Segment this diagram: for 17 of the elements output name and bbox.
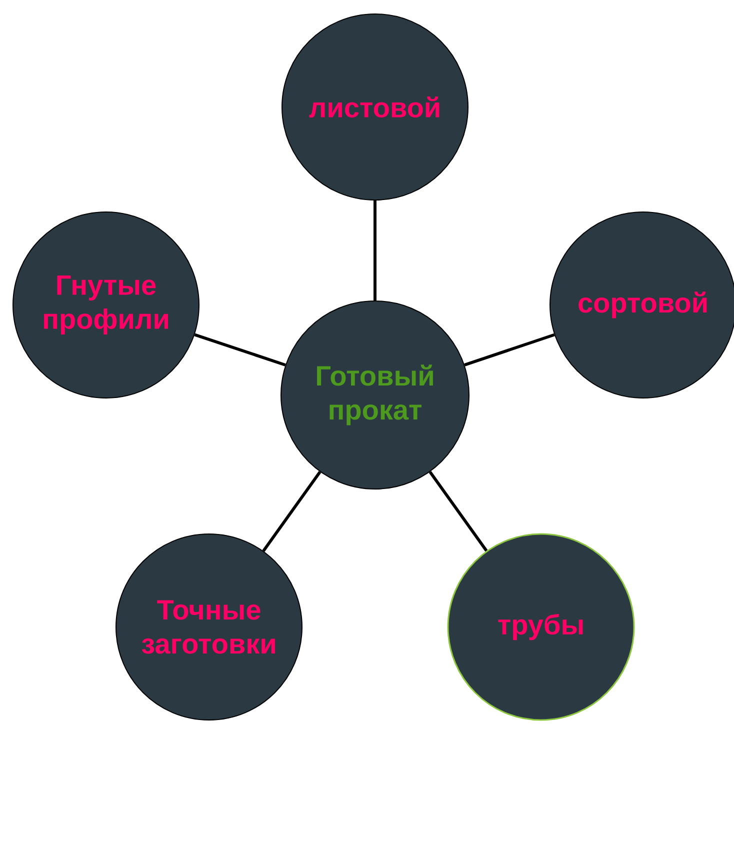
circle-node <box>280 300 470 490</box>
node-label: Точные заготовки <box>142 600 275 654</box>
circle-node <box>116 534 302 720</box>
circle-node <box>447 533 635 721</box>
circle-node <box>12 212 200 398</box>
node-label: Готовый прокат <box>317 364 433 426</box>
connector-line <box>262 470 322 552</box>
connector-line <box>428 470 488 552</box>
circle-node <box>550 212 734 398</box>
node-label: Гнутые профили <box>44 275 168 335</box>
connector-line <box>194 333 286 366</box>
node-label: трубы <box>498 614 583 640</box>
circle-node <box>282 14 468 200</box>
node-label: сортовой <box>578 292 707 318</box>
node-label: листовой <box>309 96 440 118</box>
connector-line <box>374 200 376 300</box>
connector-line <box>464 333 555 366</box>
